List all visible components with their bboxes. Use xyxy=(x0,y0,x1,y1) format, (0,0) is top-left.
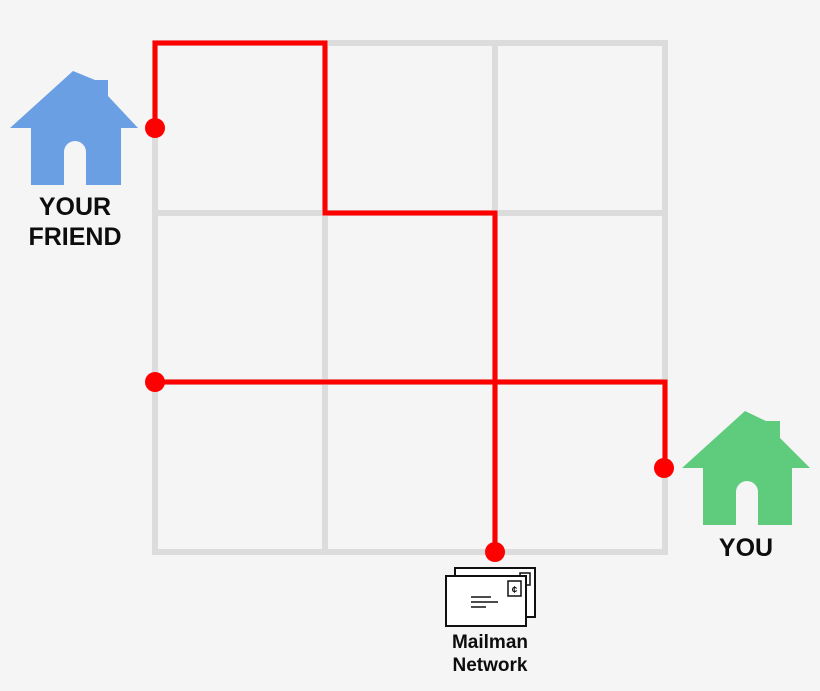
mailman-label-line2: Network xyxy=(452,654,528,676)
friend-label-line1: YOUR xyxy=(38,193,112,221)
friend-house-label: YOUR FRIEND xyxy=(5,192,145,252)
you-house-icon xyxy=(682,411,810,525)
you-house-label: YOU xyxy=(690,533,802,563)
friend-house-icon xyxy=(10,71,138,185)
route-endpoints xyxy=(145,118,674,562)
envelopes-icon: ¢ xyxy=(445,567,536,627)
endpoint-dot-you xyxy=(654,458,674,478)
mailman-network-label: Mailman Network xyxy=(425,632,555,678)
endpoint-dot-mailman xyxy=(485,542,505,562)
route-friend-to-mailman xyxy=(152,40,498,552)
endpoint-dot-left xyxy=(145,372,165,392)
svg-text:¢: ¢ xyxy=(512,585,518,596)
mailman-label-line1: Mailman xyxy=(451,632,529,653)
grid-outer xyxy=(152,40,668,555)
routes xyxy=(152,40,668,552)
route-you-to-mailman xyxy=(155,379,668,468)
you-label-text: YOU xyxy=(718,534,774,562)
endpoint-dot-friend xyxy=(145,118,165,138)
street-grid xyxy=(152,40,668,555)
friend-label-line2: FRIEND xyxy=(28,223,122,251)
